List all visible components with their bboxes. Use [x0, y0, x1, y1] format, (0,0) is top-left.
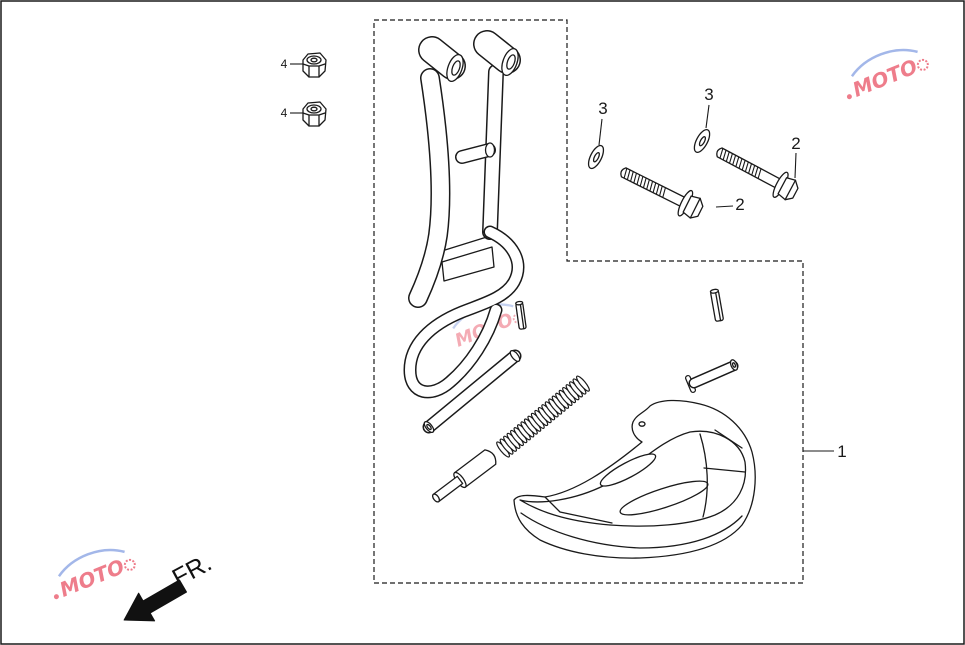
pivot-shaft [422, 349, 522, 434]
leader-bolt-upper [794, 152, 797, 179]
thread-line [754, 166, 759, 177]
bolt-upper [716, 147, 799, 201]
callout-washer-left: 3 [598, 99, 607, 118]
callout-bolt-upper: 2 [791, 134, 800, 153]
bolt-head-edge [784, 179, 797, 201]
callout-step-assembly: 1 [837, 442, 846, 461]
roll-pin-bracket [515, 300, 527, 330]
thread-line [662, 187, 666, 198]
thread-line [748, 163, 753, 174]
thread-line [642, 177, 647, 188]
thread-line [719, 148, 724, 159]
return-spring [496, 375, 590, 458]
thread-line [659, 185, 663, 197]
thread-line [732, 155, 737, 166]
roll-pin-slit [714, 290, 722, 322]
watermark-logo-top-right: MOTO [846, 48, 929, 102]
thread-line [722, 149, 727, 161]
watermark-text: MOTO [849, 54, 921, 102]
roll-pin-end [515, 300, 524, 306]
gear-icon [916, 58, 929, 71]
step-plate-ribs [544, 429, 746, 524]
front-arrow-icon [123, 579, 187, 622]
thread-line [741, 160, 746, 171]
pivot-shaft-hole [426, 423, 432, 431]
nut-facets [302, 63, 326, 78]
watermark-dot [846, 94, 852, 100]
thread-line [735, 156, 740, 167]
leader-lines [290, 63, 834, 452]
thread-line [639, 176, 644, 187]
callout-nut-bottom: 4 [281, 106, 288, 120]
stand-bracket [403, 30, 525, 399]
washer-right [693, 129, 711, 153]
roll-pin-end [709, 288, 719, 294]
cross-pin [685, 359, 739, 393]
thread-line [744, 161, 749, 172]
thread-line [738, 158, 743, 169]
plunger-body [453, 449, 497, 488]
bolt-lower [620, 167, 704, 219]
leader-washer-left [598, 118, 603, 146]
plunger-pin [431, 449, 497, 503]
thread-line [728, 153, 733, 164]
watermark-logo-bottom-left: MOTO [53, 548, 136, 602]
thread-line [623, 168, 628, 179]
washer-hole [698, 136, 707, 147]
leader-washer-right [705, 104, 710, 129]
cross-pin-hole [731, 362, 737, 368]
callout-labels: 4 4 3 3 2 2 1 [281, 57, 847, 461]
spring-coils [496, 375, 590, 458]
washer-left [587, 144, 605, 170]
assembly-boundary [373, 19, 804, 584]
gear-icon [123, 558, 136, 571]
thread-line [633, 173, 638, 184]
pivot-shaft-end-right [509, 349, 521, 363]
nut-facets [302, 112, 326, 127]
crossbar-end [484, 142, 496, 158]
roll-pin-body [710, 290, 724, 322]
thread-line [636, 174, 641, 185]
step-plate-mount-hole [638, 421, 646, 427]
gusset-edge [444, 235, 491, 251]
right-boss-hole [506, 54, 516, 70]
bolt-head-edge [689, 197, 701, 219]
nut-top [302, 52, 327, 78]
thread-line [630, 171, 634, 182]
bolt-threads [719, 148, 762, 179]
step-plate [513, 399, 756, 559]
watermark-swoosh [57, 548, 125, 577]
spring-coil [575, 375, 590, 392]
thread-line [655, 184, 660, 195]
leader-bolt-lower [715, 205, 734, 208]
roll-pin-slit [519, 302, 525, 330]
left-boss-hole [451, 60, 461, 76]
watermark-text: MOTO [56, 554, 128, 602]
thread-line [757, 168, 762, 179]
washer-hole [592, 152, 600, 163]
thread-line [652, 182, 657, 193]
step-plate-rim [520, 512, 743, 549]
nut-bottom [302, 101, 327, 127]
callout-washer-right: 3 [704, 85, 713, 104]
roll-pin [709, 288, 724, 322]
thread-line [646, 179, 650, 190]
nut-hole [310, 57, 318, 63]
watermark-swoosh [850, 48, 918, 77]
thread-line [626, 169, 631, 180]
thread-line [725, 151, 730, 162]
watermark-dot [53, 594, 59, 600]
bolt-threads [623, 168, 666, 198]
plunger-tip [431, 493, 441, 503]
callout-bolt-lower: 2 [735, 195, 744, 214]
nut-hole [310, 106, 318, 112]
thread-line [751, 165, 756, 176]
front-direction-indicator: FR. [123, 549, 216, 622]
bracket-gusset [441, 246, 495, 282]
thread-line [649, 181, 654, 192]
callout-nut-top: 4 [281, 57, 288, 71]
step-plate-slot-upper [599, 453, 657, 487]
